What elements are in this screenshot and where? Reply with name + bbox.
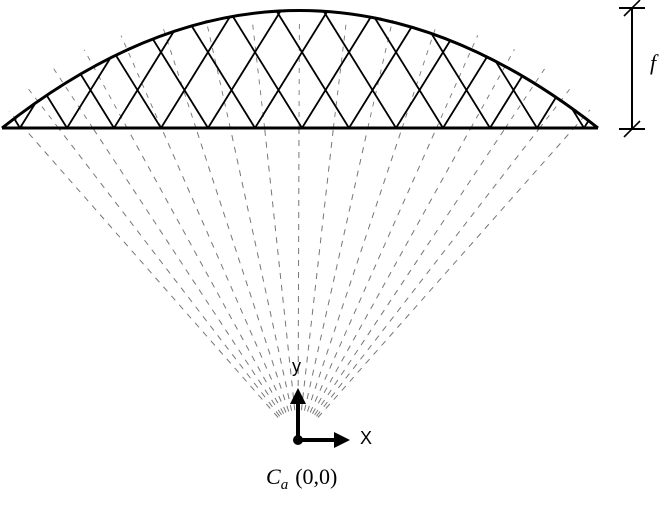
lattice-member bbox=[322, 10, 397, 129]
radial-guide-line bbox=[300, 127, 334, 411]
lattice-member bbox=[113, 30, 175, 129]
lattice-member bbox=[348, 26, 413, 129]
lattice-member bbox=[430, 32, 491, 129]
radial-guide-extension bbox=[161, 24, 197, 129]
radial-guide-extension bbox=[205, 19, 231, 129]
radial-guide-line bbox=[229, 127, 293, 411]
radial-guide-line bbox=[304, 127, 369, 411]
y-axis-arrowhead bbox=[290, 388, 306, 404]
lattice-member bbox=[160, 15, 232, 129]
radial-guide-line bbox=[307, 127, 403, 412]
lattice-member bbox=[79, 73, 115, 129]
coordinate-axes: y X bbox=[290, 356, 372, 448]
origin-point bbox=[293, 435, 303, 445]
radial-guide-line bbox=[309, 127, 437, 413]
lattice-member bbox=[19, 101, 37, 129]
lattice-member bbox=[207, 9, 282, 129]
lattice-member bbox=[489, 74, 524, 129]
radial-guide-line bbox=[23, 127, 279, 418]
radial-guide-extension bbox=[401, 24, 438, 129]
radial-guide-extension bbox=[539, 86, 573, 129]
radial-guide-line bbox=[58, 127, 281, 417]
radial-guide-extension bbox=[251, 19, 266, 129]
radial-guide-line bbox=[92, 127, 282, 416]
radial-guide-extension bbox=[470, 49, 515, 129]
radial-guide-line bbox=[317, 127, 575, 418]
lattice-member bbox=[536, 96, 557, 129]
y-axis-label: y bbox=[292, 356, 301, 376]
lattice-member bbox=[45, 94, 68, 129]
rise-dimension: f bbox=[619, 0, 659, 138]
radial-guide-extension bbox=[332, 19, 347, 129]
center-label-main: C bbox=[266, 464, 281, 489]
arch-curve bbox=[1, 9, 599, 130]
lattice-member bbox=[373, 16, 444, 129]
center-coordinates: (0,0) bbox=[295, 464, 337, 489]
lattice-member bbox=[66, 56, 112, 129]
x-axis-arrowhead bbox=[334, 432, 350, 448]
lattice-member bbox=[301, 16, 372, 129]
radial-guide-extension bbox=[367, 19, 394, 129]
lattice-member bbox=[152, 38, 209, 129]
radial-guide-extension bbox=[573, 109, 591, 129]
radial-guide-extension bbox=[52, 66, 94, 129]
center-label: Ca (0,0) bbox=[266, 464, 337, 493]
radial-guide-extension bbox=[27, 87, 59, 129]
radial-guide-extension bbox=[504, 66, 547, 129]
center-label-subscript: a bbox=[281, 477, 289, 493]
radial-guide-line bbox=[316, 127, 540, 417]
lattice-member bbox=[231, 15, 303, 129]
lattice-member bbox=[395, 39, 452, 129]
rise-label: f bbox=[650, 50, 659, 75]
radial-guide-line bbox=[195, 127, 290, 412]
radial-guide-extension bbox=[83, 49, 128, 129]
lattice-member bbox=[190, 24, 256, 129]
lattice-members bbox=[13, 9, 590, 129]
lattice-member bbox=[442, 55, 489, 129]
lattice-member bbox=[254, 10, 329, 129]
radial-guide-line bbox=[161, 127, 287, 413]
x-axis-label: X bbox=[360, 428, 372, 448]
lattice-member bbox=[114, 54, 162, 129]
radial-guide-line bbox=[264, 127, 296, 411]
radial-guide-line bbox=[314, 127, 506, 416]
radial-guide-line bbox=[126, 127, 285, 414]
lattice-member bbox=[494, 60, 538, 129]
lattice-member bbox=[275, 10, 350, 129]
